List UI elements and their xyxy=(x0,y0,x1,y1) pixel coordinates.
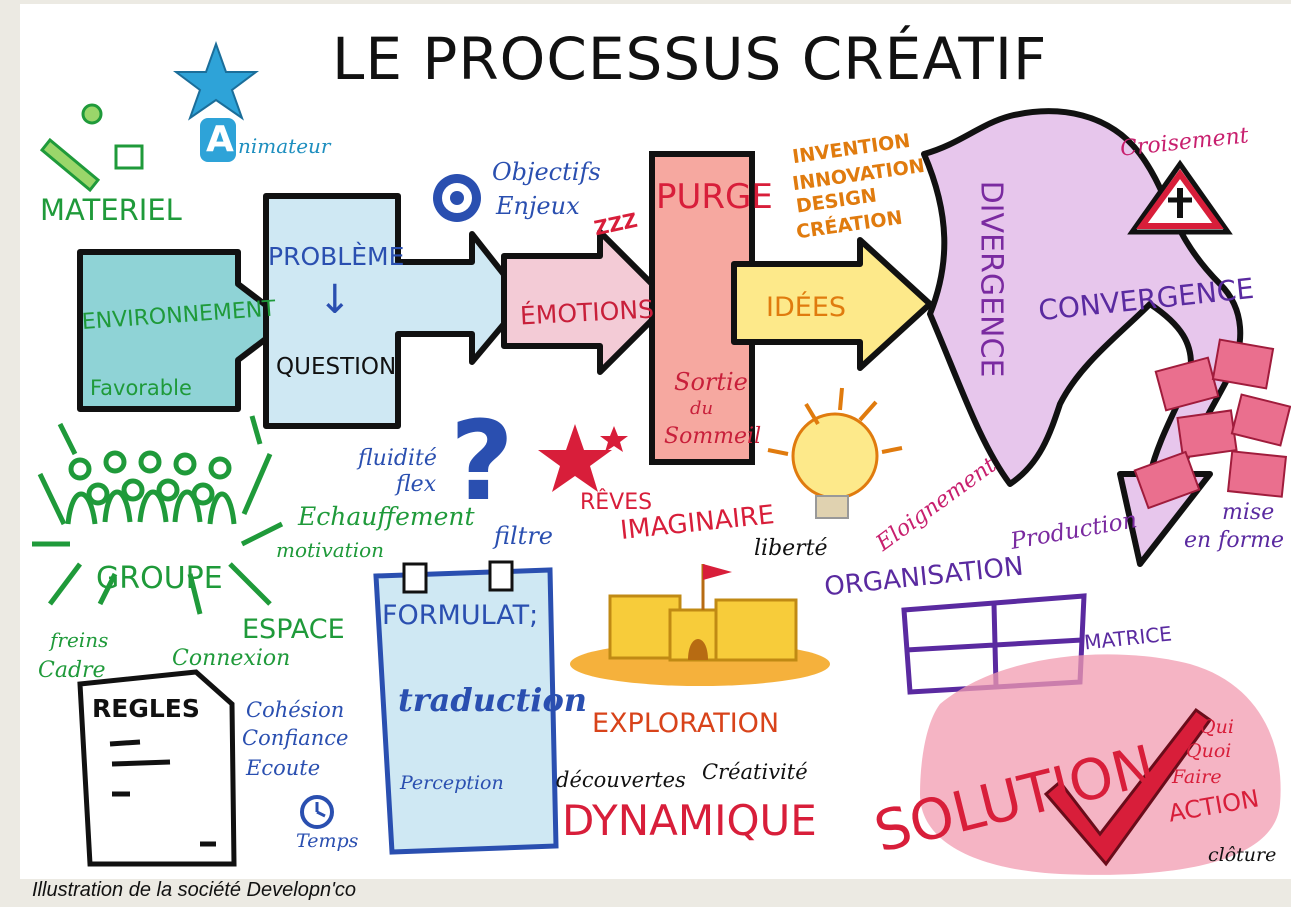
ecoute-label: Ecoute xyxy=(246,756,321,780)
animateur-label: nimateur xyxy=(238,134,331,158)
animateur-letter: A xyxy=(206,119,234,160)
objectifs-label: Objectifs xyxy=(492,158,601,186)
small-star-icon xyxy=(600,426,628,452)
exploration-label: EXPLORATION xyxy=(592,708,780,739)
purge-label: PURGE xyxy=(656,177,773,217)
page-title: LE PROCESSUS CRÉATIF xyxy=(332,25,1048,93)
espace-label: ESPACE xyxy=(242,614,345,645)
materiel-label: MATERIEL xyxy=(40,193,182,227)
sommeil-label: Sommeil xyxy=(664,424,762,449)
du-label: du xyxy=(690,398,714,419)
regles-label: REGLES xyxy=(92,694,200,723)
illustration-canvas: ? xyxy=(20,4,1291,879)
lightbulb-icon xyxy=(791,412,879,500)
notepad-icon xyxy=(114,144,144,170)
groupe-people xyxy=(32,415,284,615)
image-caption: Illustration de la société Developn'co xyxy=(32,879,357,901)
cadre-label: Cadre xyxy=(38,658,106,683)
qui-label: Qui xyxy=(1200,716,1234,738)
illustration-drawing: ? xyxy=(32,41,1291,875)
motivation-label: motivation xyxy=(276,538,385,562)
decouvertes-label: découvertes xyxy=(556,768,686,792)
cohesion-label: Cohésion xyxy=(246,698,345,722)
traduction-label: traduction xyxy=(398,681,588,719)
pushpin-icon xyxy=(81,103,103,125)
quoi-label: Quoi xyxy=(1186,740,1232,762)
favorable-label: Favorable xyxy=(90,376,192,400)
reves-label: RÊVES xyxy=(580,490,653,515)
mise-label: mise xyxy=(1222,500,1275,525)
enjeux-label: Enjeux xyxy=(496,192,580,220)
arrow-down-icon: ↓ xyxy=(318,277,352,323)
animateur-star xyxy=(173,41,259,121)
flex-label: flex xyxy=(396,472,437,497)
checkmark-icon xyxy=(1043,707,1213,867)
liberte-label: liberté xyxy=(754,536,828,561)
probleme-label: PROBLÈME xyxy=(268,242,405,271)
faire-label: Faire xyxy=(1172,766,1222,788)
emotions-label: ÉMOTIONS xyxy=(519,294,655,331)
formulati-label: FORMULAT; xyxy=(382,600,539,631)
dynamique-label: DYNAMIQUE xyxy=(562,796,817,845)
perception-label: Perception xyxy=(400,772,504,794)
idees-label: IDÉES xyxy=(766,292,847,323)
idees-arrow xyxy=(731,237,933,371)
groupe-label: GROUPE xyxy=(96,561,223,596)
filtre-label: filtre xyxy=(494,522,554,550)
confiance-label: Confiance xyxy=(242,726,349,750)
solution-blob xyxy=(920,654,1281,875)
divergence-label: DIVERGENCE xyxy=(973,180,1009,378)
red-star-icon xyxy=(538,424,612,492)
cloture-label: clôture xyxy=(1208,844,1277,866)
en-forme-label: en forme xyxy=(1184,528,1284,553)
question-label: QUESTION xyxy=(276,354,397,380)
envelopes-cluster xyxy=(1133,338,1291,510)
fluidite-label: fluidité xyxy=(358,446,437,471)
sand-castle xyxy=(570,564,830,686)
connexion-label: Connexion xyxy=(172,646,291,671)
sortie-label: Sortie xyxy=(674,368,748,396)
temps-label: Temps xyxy=(296,830,359,852)
question-mark-icon: ? xyxy=(450,397,514,525)
echauffement-label: Echauffement xyxy=(298,502,475,531)
emotions-arrow xyxy=(501,229,673,375)
freins-label: freins xyxy=(50,628,109,652)
creativite-label: Créativité xyxy=(702,760,808,784)
pencil-icon xyxy=(39,137,101,193)
regles-sheet xyxy=(77,669,237,867)
probleme-arrow xyxy=(263,193,527,429)
